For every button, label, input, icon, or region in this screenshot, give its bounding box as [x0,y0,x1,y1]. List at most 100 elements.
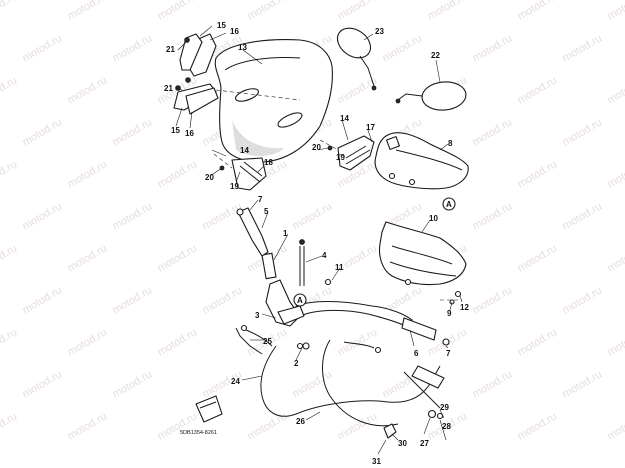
watermark-text: motod.ru [561,284,605,316]
watermark-text: motod.ru [66,74,110,106]
lower-stay-left [213,153,267,191]
watermark-text: motod.ru [561,32,605,64]
callout-label: 10 [429,214,438,223]
watermark-text: motod.ru [66,0,110,23]
watermark-text: motod.ru [606,74,625,106]
watermark-text: motod.ru [111,284,155,316]
watermark-text: motod.ru [21,284,65,316]
watermark-text: motod.ru [156,410,200,442]
watermark-text: motod.ru [336,0,380,23]
callout-label: 3 [255,311,260,320]
callout-label: 7 [446,349,451,358]
watermark-text: motod.ru [21,368,65,400]
callout-label: 5 [264,207,269,216]
watermark-text: motod.ru [426,0,470,23]
circled-mark: A [297,296,303,305]
callout-labels: 1 2 3 4 5 6 7 7 8 9 10 11 12 13 14 14 15… [164,21,469,466]
watermark-text: motod.ru [21,116,65,148]
watermark-text: motod.ru [381,32,425,64]
watermark-text: motod.ru [471,32,515,64]
mirror-left [395,81,467,111]
circled-marks: A A [293,197,456,307]
callout-label: 9 [447,309,452,318]
watermark-text: motod.ru [516,326,560,358]
watermark-text: motod.ru [291,200,335,232]
fairing-cover [374,132,469,190]
watermark-text: motod.ru [111,200,155,232]
lower-stay-right [319,135,375,171]
callout-label: 8 [448,139,453,148]
callout-label: 20 [312,143,321,152]
callout-label: 16 [185,129,194,138]
watermark-text: motod.ru [66,326,110,358]
watermark-text: motod.ru [471,368,515,400]
watermark-text: motod.ru [111,368,155,400]
watermark-text: motod.ru [336,410,380,442]
watermark-text: motod.ru [0,410,19,442]
watermark-text: motod.ru [336,74,380,106]
callout-label: 1 [283,229,288,238]
watermark-text: motod.ru [291,368,335,400]
callout-label: 29 [440,403,449,412]
upper-stay [179,33,217,83]
callout-label: 28 [442,422,451,431]
watermark-text: motod.ru [516,242,560,274]
callout-label: 18 [264,158,273,167]
watermark-text: motod.ru [246,0,290,23]
watermark-text: motod.ru [201,284,245,316]
reference-code: 5DB1354-8261 [180,430,217,436]
bracket-box [195,395,223,423]
callout-label: 22 [431,51,440,60]
watermark-text: motod.ru [111,32,155,64]
watermark-text: motod.ru [561,200,605,232]
watermark-text: motod.ru [606,0,625,23]
watermark-text: motod.ru [0,158,19,190]
callout-label: 24 [231,377,240,386]
mirror-right [336,27,377,91]
watermark-text: motod.ru [471,284,515,316]
inner-panel [378,221,467,301]
callout-label: 30 [398,439,407,448]
watermark-text: motod.ru [0,242,19,274]
watermark-text: motod.ru [21,32,65,64]
callout-label: 19 [336,153,345,162]
callout-label: 27 [420,439,429,448]
watermark-text: motod.ru [516,74,560,106]
callout-label: 7 [258,195,263,204]
callout-label: 31 [372,457,381,466]
cables [235,327,445,439]
watermark-text: motod.ru [606,158,625,190]
watermark-text: motod.ru [156,0,200,23]
watermark-text: motod.ru [201,200,245,232]
callout-label: 2 [294,359,299,368]
callout-label: 13 [238,43,247,52]
watermark-text: motod.ru [246,410,290,442]
watermark-text: motod.ru [471,200,515,232]
leader-lines [175,25,463,455]
watermark-text: motod.ru [21,200,65,232]
watermark-text: motod.ru [0,326,19,358]
callout-label: 19 [230,182,239,191]
callout-label: 6 [414,349,419,358]
watermark-text: motod.ru [336,326,380,358]
callout-label: 16 [230,27,239,36]
handlebar [236,207,437,347]
watermark-text: motod.ru [66,242,110,274]
watermark-text: motod.ru [156,242,200,274]
callout-label: 11 [335,263,344,272]
watermark-text: motod.ru [471,116,515,148]
watermark-text: motod.ru [606,242,625,274]
callout-label: 26 [296,417,305,426]
callout-label: 21 [164,84,173,93]
watermark-text: motod.ru [66,410,110,442]
watermark-text: motod.ru [606,410,625,442]
watermark-text: motod.ru [606,326,625,358]
middle-stay [173,83,301,115]
callout-label: 23 [375,27,384,36]
watermark-text: motod.ru [156,326,200,358]
watermark-text: motod.ru [516,410,560,442]
watermark-text: motod.ru [561,116,605,148]
callout-label: 25 [263,337,272,346]
circled-mark: A [446,200,452,209]
